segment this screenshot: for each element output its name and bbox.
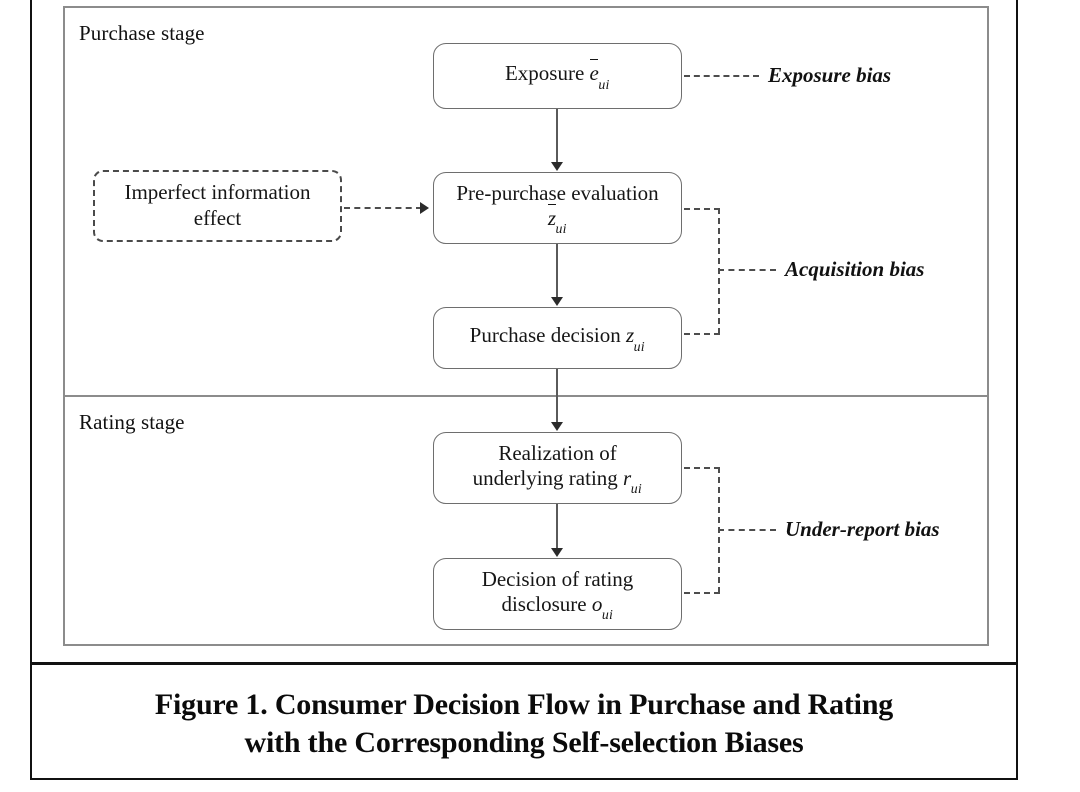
node-imperfect-line2: effect [193, 206, 242, 230]
node-exposure-label: Exposure [504, 61, 585, 86]
dashed-connector-acquisition-bias [718, 269, 776, 271]
caption-divider-line [30, 662, 1018, 665]
node-imperfect-information-effect[interactable]: Imperfect information effect [93, 170, 342, 242]
node-realization-variable-sub: ui [630, 481, 642, 497]
arrow-purchase-decision-to-realization-line [556, 369, 558, 425]
bias-label-exposure: Exposure bias [768, 63, 892, 87]
node-pre-purchase-variable: zui [547, 206, 567, 237]
node-disclosure-variable-base: o [591, 592, 603, 617]
node-realization-underlying-rating[interactable]: Realization of underlying rating rui [433, 432, 682, 504]
node-disclosure-line2: disclosure [501, 592, 587, 617]
figure-caption-line-1: Figure 1. Consumer Decision Flow in Purc… [154, 688, 894, 721]
stage-label-rating: Rating stage [79, 410, 185, 434]
arrow-purchase-decision-to-realization-head-icon [551, 422, 563, 431]
node-disclosure-variable-sub: ui [601, 607, 613, 623]
dashed-bracket-under-report-top [684, 467, 720, 469]
node-disclosure-line1: Decision of rating [481, 566, 634, 591]
node-realization-variable-base: r [623, 466, 632, 491]
arrow-realization-to-disclosure-line [556, 504, 558, 551]
dashed-bracket-acquisition-vertical [718, 208, 720, 334]
node-disclosure-content: Decision of rating disclosure oui [481, 566, 634, 623]
arrow-exposure-to-pre-purchase-line [556, 109, 558, 165]
node-purchase-decision[interactable]: Purchase decision zui [433, 307, 682, 369]
figure-caption: Figure 1. Consumer Decision Flow in Purc… [40, 686, 1008, 763]
dashed-bracket-acquisition-top [684, 208, 720, 210]
node-pre-purchase-label: Pre-purchase evaluation [456, 180, 659, 205]
bias-label-acquisition: Acquisition bias [785, 257, 925, 281]
node-rating-disclosure-decision[interactable]: Decision of rating disclosure oui [433, 558, 682, 630]
node-realization-content: Realization of underlying rating rui [472, 440, 643, 497]
node-purchase-decision-variable: zui [625, 323, 645, 354]
node-imperfect-line1: Imperfect information [124, 180, 311, 205]
stage-label-purchase: Purchase stage [79, 21, 205, 45]
node-purchase-decision-variable-base: z [625, 323, 635, 348]
dashed-bracket-under-report-bottom [684, 592, 720, 594]
node-imperfect-content: Imperfect information effect [124, 180, 310, 231]
node-exposure-content: Exposure eui [504, 61, 611, 92]
bias-label-under-report: Under-report bias [785, 517, 940, 541]
figure-caption-line-2: with the Corresponding Self-selection Bi… [244, 726, 804, 760]
node-purchase-decision-variable-sub: ui [633, 338, 645, 354]
node-pre-purchase-variable-base: z [547, 206, 556, 231]
node-exposure-variable-sub: ui [598, 76, 610, 92]
node-realization-variable: rui [623, 466, 642, 497]
node-disclosure-variable: oui [591, 592, 614, 623]
node-pre-purchase-variable-sub: ui [555, 221, 567, 237]
stage-divider-line [63, 395, 989, 397]
node-exposure-variable-base: e [589, 61, 599, 86]
dashed-bracket-acquisition-bottom [684, 333, 720, 335]
arrow-pre-purchase-to-purchase-decision-head-icon [551, 297, 563, 306]
node-purchase-decision-content: Purchase decision zui [469, 323, 646, 354]
node-pre-purchase-content: Pre-purchase evaluation zui [456, 180, 659, 237]
node-realization-line2: underlying rating [472, 466, 618, 491]
node-pre-purchase-evaluation[interactable]: Pre-purchase evaluation zui [433, 172, 682, 244]
arrow-pre-purchase-to-purchase-decision-line [556, 244, 558, 300]
node-exposure-variable: eui [589, 61, 611, 92]
dashed-connector-exposure-bias [684, 75, 759, 77]
arrow-realization-to-disclosure-head-icon [551, 548, 563, 557]
node-realization-line1: Realization of [498, 440, 617, 465]
dashed-arrow-head-imperfect-icon [420, 202, 429, 214]
dashed-connector-under-report-bias [718, 529, 776, 531]
node-exposure[interactable]: Exposure eui [433, 43, 682, 109]
dashed-connector-imperfect-to-pre-purchase [344, 207, 422, 209]
arrow-exposure-to-pre-purchase-head-icon [551, 162, 563, 171]
node-purchase-decision-label: Purchase decision [469, 323, 621, 348]
